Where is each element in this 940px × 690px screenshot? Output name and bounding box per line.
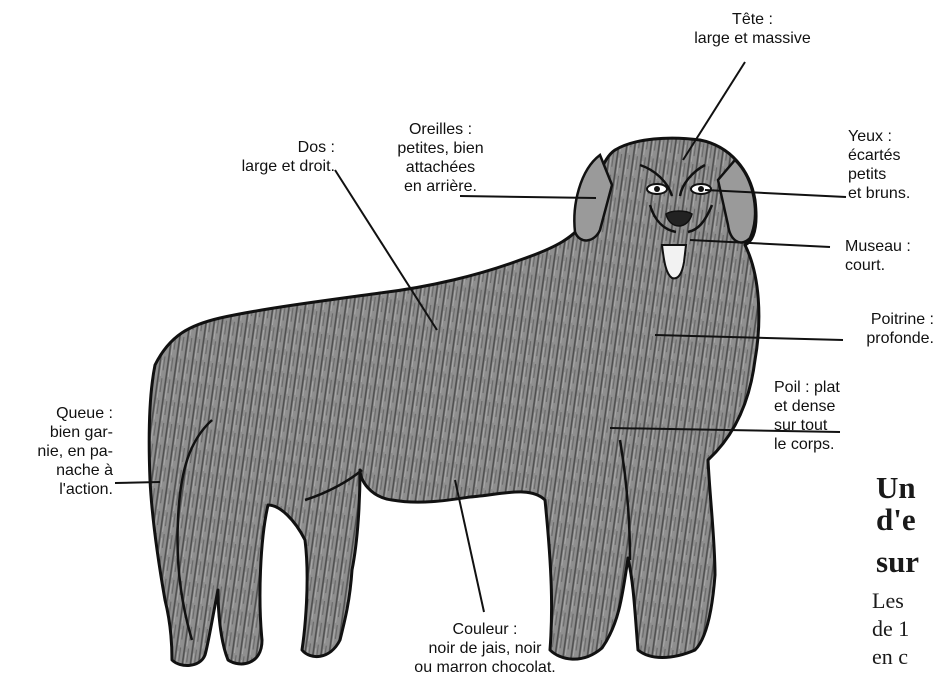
right-pupil (698, 186, 704, 192)
article-fragment: Un d'e sur Les de 1 en c (862, 470, 940, 690)
left-pupil (654, 186, 660, 192)
leader-queue (115, 482, 160, 483)
leader-oreilles (460, 196, 596, 198)
label-poil: Poil : plat et dense sur tout le corps. (774, 378, 884, 454)
label-couleur: Couleur : noir de jais, noir ou marron c… (375, 620, 595, 677)
article-heading-line-1: Un (876, 470, 916, 506)
label-dos: Dos : large et droit. (180, 138, 335, 176)
label-poitrine: Poitrine : profonde. (820, 310, 934, 348)
article-body-line-1: Les (872, 588, 904, 614)
label-museau: Museau : court. (845, 237, 940, 275)
article-heading-line-2: d'e (876, 502, 916, 538)
label-tete: Tête : large et massive (670, 10, 835, 48)
article-body-line-2: de 1 (872, 616, 909, 642)
label-oreilles: Oreilles : petites, bien attachées en ar… (378, 120, 503, 196)
article-heading-line-3: sur (876, 544, 919, 580)
leader-couleur (455, 480, 484, 612)
label-queue: Queue : bien gar- nie, en pa- nache à l'… (10, 404, 113, 499)
article-body-line-3: en c (872, 644, 908, 670)
label-yeux: Yeux : écartés petits et bruns. (848, 127, 940, 203)
